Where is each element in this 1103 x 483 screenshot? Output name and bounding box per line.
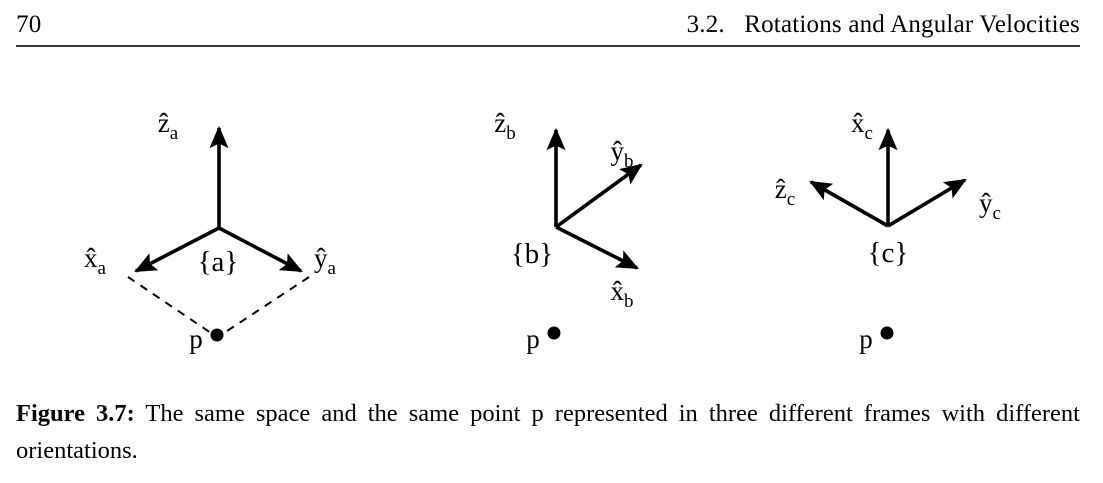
frame-b-group: ẑb ŷb x̂b {b} p xyxy=(494,108,643,354)
frame-a-z-axis-label: ẑa xyxy=(158,108,179,144)
figure-caption-label: Figure 3.7: xyxy=(16,400,135,427)
frame-a-group: ẑa x̂a ŷa {a} p xyxy=(84,108,337,354)
frame-a-y-axis-label-symbol: ŷ xyxy=(314,243,328,273)
frame-b-label: {b} xyxy=(511,238,553,270)
frame-c-x-axis-label-symbol: x̂ xyxy=(851,108,865,138)
frame-a-x-axis-label-symbol: x̂ xyxy=(84,243,98,273)
figure-caption-text: The same space and the same point p repr… xyxy=(16,400,1080,464)
page-header: 70 3.2. Rotations and Angular Velocities xyxy=(16,10,1080,46)
frame-c-group: x̂c ẑc ŷc {c} p xyxy=(775,108,1001,354)
frame-c-point-p-dot xyxy=(880,326,894,340)
frame-b-z-axis-label: ẑb xyxy=(494,108,515,144)
frame-b-y-axis-label-subscript: b xyxy=(624,151,634,172)
frame-b-point-p-label: p xyxy=(526,324,540,354)
page-number: 70 xyxy=(16,11,42,38)
frame-b-point-p-dot xyxy=(547,326,561,340)
frame-a-label: {a} xyxy=(198,246,239,278)
frame-c-point-p-label: p xyxy=(859,324,873,354)
frame-b-y-axis-label-symbol: ŷ xyxy=(611,136,625,166)
frame-b-x-axis-label-symbol: x̂ xyxy=(611,276,625,306)
frame-a-projection-line-left xyxy=(127,276,212,334)
frame-b-x-axis-arrow xyxy=(555,225,639,270)
frame-a-x-axis-label: x̂a xyxy=(84,243,107,279)
frame-b-x-axis-label-subscript: b xyxy=(624,291,634,312)
frame-b-y-axis-label: ŷb xyxy=(611,136,634,172)
frame-c-z-axis-label-symbol: ẑ xyxy=(775,174,787,204)
frame-b-x-axis-label: x̂b xyxy=(611,276,634,312)
frame-a-y-axis-arrow xyxy=(218,226,303,273)
frame-a-point-p-dot xyxy=(210,328,224,342)
running-section-title: 3.2. Rotations and Angular Velocities xyxy=(686,11,1080,38)
frame-b-y-axis-arrow xyxy=(554,163,643,229)
frame-c-y-axis-arrow xyxy=(887,178,967,228)
frame-b-z-axis-label-subscript: b xyxy=(506,123,516,144)
figure-caption: Figure 3.7: The same space and the same … xyxy=(16,395,1080,469)
frame-c-x-axis-label-subscript: c xyxy=(865,123,873,144)
frame-b-z-axis-label-symbol: ẑ xyxy=(494,108,506,138)
frame-c-z-axis-arrow xyxy=(809,180,889,228)
frame-a-y-axis-label: ŷa xyxy=(314,243,337,279)
frame-a-z-axis-label-symbol: ẑ xyxy=(158,108,170,138)
header-rule xyxy=(16,45,1080,47)
frame-c-label: {c} xyxy=(868,237,909,269)
frame-a-x-axis-arrow xyxy=(134,226,220,273)
frame-c-z-axis-label: ẑc xyxy=(775,174,795,210)
frame-a-y-axis-label-subscript: a xyxy=(328,258,337,279)
frame-a-projection-line-right xyxy=(223,276,310,334)
frame-c-y-axis-label-symbol: ŷ xyxy=(979,188,993,218)
frame-c-z-axis-label-subscript: c xyxy=(787,189,795,210)
frame-a-point-p-label: p xyxy=(189,324,203,354)
frame-c-y-axis-label: ŷc xyxy=(979,188,1001,224)
frame-a-z-axis-label-subscript: a xyxy=(170,123,179,144)
frame-c-y-axis-label-subscript: c xyxy=(993,203,1001,224)
frame-c-x-axis-label: x̂c xyxy=(851,108,873,144)
figure-3-7: ẑa x̂a ŷa {a} p ẑb ŷb xyxy=(0,60,1103,380)
frame-a-x-axis-label-subscript: a xyxy=(98,258,107,279)
